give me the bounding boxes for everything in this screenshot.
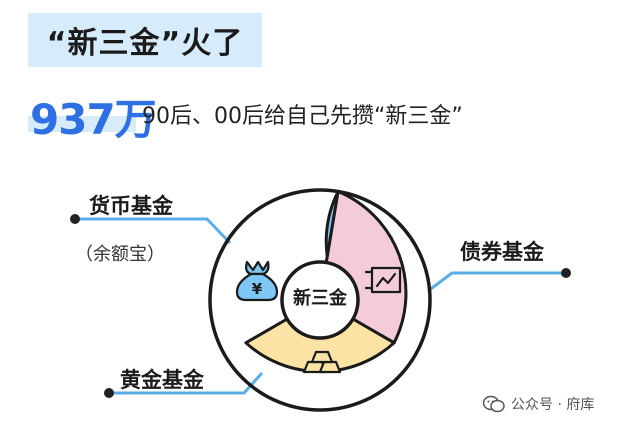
page-title: “新三金”火了 bbox=[28, 13, 262, 67]
number-highlight bbox=[28, 116, 136, 132]
connector-dot-bond-fund bbox=[561, 268, 571, 278]
gold-bars-icon bbox=[302, 350, 342, 374]
wechat-icon bbox=[483, 395, 505, 413]
wheel-outline bbox=[208, 188, 432, 412]
connector-money-fund bbox=[75, 217, 232, 245]
label-gold-fund: 黄金基金 bbox=[120, 368, 204, 392]
watermark-text: 公众号 · 府库 bbox=[511, 397, 595, 413]
connector-bond-fund bbox=[427, 271, 566, 293]
connector-dot-money-fund bbox=[70, 214, 80, 224]
bond-chart-icon bbox=[364, 266, 402, 294]
connector-dot-gold-fund bbox=[104, 388, 114, 398]
label-money-fund: 货币基金 bbox=[89, 194, 173, 218]
label-bond-fund: 债券基金 bbox=[460, 240, 544, 264]
money-bag-icon: ¥ bbox=[235, 260, 279, 302]
center-hub bbox=[280, 260, 360, 340]
headline-number: 937万 bbox=[30, 95, 157, 144]
connector-gold-fund bbox=[109, 371, 264, 395]
headline-text: 90后、00后给自己先攒“新三金” bbox=[142, 104, 463, 129]
watermark: 公众号 · 府库 bbox=[483, 394, 594, 414]
svg-text:¥: ¥ bbox=[252, 280, 263, 298]
label-money-fund-sub: （余额宝） bbox=[75, 244, 165, 265]
center-label: 新三金 bbox=[293, 288, 347, 309]
